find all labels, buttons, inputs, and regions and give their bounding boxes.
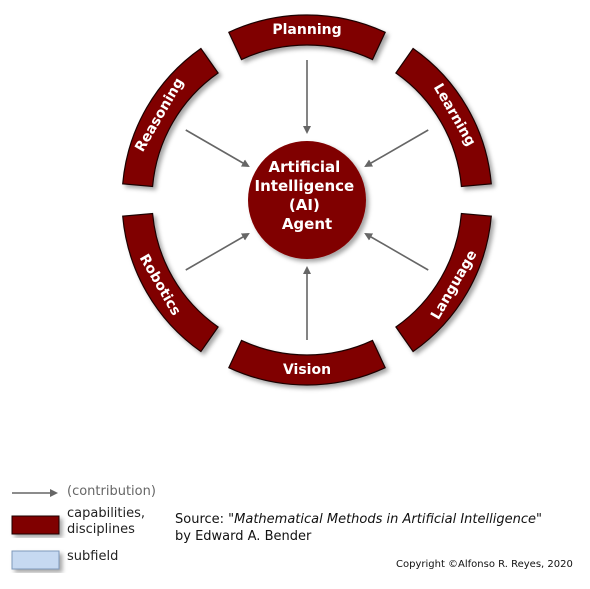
contribution-arrow-robotics: [185, 233, 250, 271]
contribution-arrow-learning: [364, 129, 429, 168]
source-author: by Edward A. Bender: [175, 529, 312, 544]
segment-planning: Planning: [228, 14, 386, 61]
contribution-arrow-language: [364, 232, 429, 271]
legend-capabilities-label: capabilities, disciplines: [67, 506, 145, 538]
segment-shape: [228, 339, 386, 386]
legend-subfield-label: subfield: [67, 549, 119, 564]
segment-learning: Learning: [395, 47, 492, 188]
segment-shape: [122, 47, 219, 188]
source-prefix: Source:: [175, 512, 229, 527]
segment-vision: Vision: [228, 339, 386, 386]
center-line-1: Artificial: [269, 158, 341, 176]
svg-text:Artificial Intelligence: Artificial Intelligence (AI) Agent: [255, 158, 360, 233]
legend-contribution-label: (contribution): [67, 484, 156, 499]
arrows-layer: [185, 60, 429, 340]
source-title: "Mathematical Methods in Artificial Inte…: [228, 512, 542, 527]
segment-language: Language: [395, 212, 492, 353]
center-line-4: Agent: [282, 215, 332, 233]
segment-shape: [395, 47, 492, 188]
segment-shape: [122, 212, 219, 353]
copyright-text: Copyright ©Alfonso R. Reyes, 2020: [396, 559, 573, 570]
legend-capabilities-line1: capabilities,: [67, 506, 146, 521]
segment-reasoning: Reasoning: [122, 47, 219, 188]
legend-capabilities-line2: disciplines: [67, 522, 135, 537]
segment-shape: [395, 212, 492, 353]
legend-capabilities-swatch: [11, 515, 60, 535]
center-line-3: (AI): [289, 196, 320, 214]
segment-label: Planning: [272, 22, 341, 38]
segment-label: Vision: [283, 362, 331, 378]
contribution-arrow-reasoning: [185, 129, 250, 167]
segment-shape: [228, 14, 386, 61]
center-circle: [248, 141, 366, 259]
center-node: Artificial Intelligence (AI) Agent: [248, 141, 366, 259]
source-citation: Source: "Mathematical Methods in Artific…: [175, 511, 542, 545]
segment-robotics: Robotics: [122, 212, 219, 353]
center-line-2: Intelligence: [255, 177, 355, 195]
legend-subfield-swatch: [11, 550, 60, 570]
